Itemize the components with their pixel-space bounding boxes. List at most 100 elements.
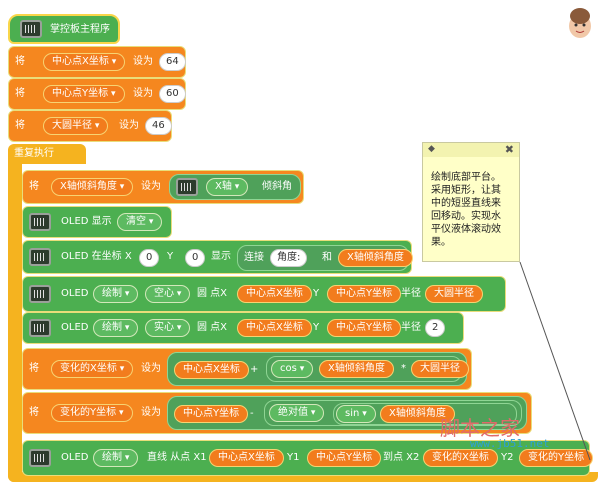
y-input[interactable]: 0 [185,249,206,267]
var-dropdown[interactable]: 大圆半径 [43,117,109,135]
y1-reporter[interactable]: 中心点Y坐标 [307,449,382,467]
mode-dropdown[interactable]: 实心 [145,319,191,337]
set-label: 将 [29,407,39,418]
main-program-hat[interactable]: 掌控板主程序 [8,14,120,44]
circle-x-label: 圆 点X [197,322,228,333]
sin-expression[interactable]: sin X轴倾斜角度 [333,403,517,425]
y-label: Y [167,251,174,262]
mode-dropdown[interactable]: 空心 [145,285,191,303]
set-label: 将 [29,363,39,374]
oled-line-block[interactable]: OLED 绘制 直线 从点 X1 中心点X坐标 Y1 中心点Y坐标 到点 X2 … [22,440,594,476]
comment-text[interactable]: 绘制底部平台。 采用矩形，让其 中的短竖直线来 回移动。实现水 平仪液体滚动效 … [431,172,501,248]
clear-dropdown[interactable]: 清空 [117,213,163,231]
add-expression[interactable]: 中心点X坐标 + cos X轴倾斜角度 * 大圆半径 [167,352,469,386]
repeat-forever-block[interactable]: 重复执行 [8,144,86,164]
y-reporter[interactable]: 中心点Y坐标 [327,319,402,337]
set-label: 将 [15,120,25,131]
angle-reporter[interactable]: X轴倾斜角度 [319,360,394,378]
set-center-y-block[interactable]: 将 中心点Y坐标 设为 60 [8,78,186,110]
x1-reporter[interactable]: 中心点X坐标 [209,449,284,467]
cos-dropdown[interactable]: cos [271,360,314,378]
circle-x-label: 圆 点X [197,288,228,299]
set-to-label: 设为 [141,363,161,374]
comment-collapse-icon[interactable]: ◆ [428,144,435,154]
y-reporter[interactable]: 中心点Y坐标 [327,285,402,303]
set-center-x-block[interactable]: 将 中心点X坐标 设为 64 [8,46,186,78]
y-label: Y [313,322,320,333]
value-input[interactable]: 46 [145,117,172,135]
angle-reporter[interactable]: X轴倾斜角度 [380,405,455,423]
oled-at-label: OLED 在坐标 X [61,251,132,262]
loop-label: 重复执行 [14,148,54,159]
string-input[interactable]: 角度: [270,249,308,267]
var-reporter[interactable]: X轴倾斜角度 [338,249,413,267]
x2-reporter[interactable]: 变化的X坐标 [423,449,498,467]
tilt-suffix: 倾斜角 [262,181,292,192]
y-reporter[interactable]: 中心点Y坐标 [174,405,249,423]
x-reporter[interactable]: 中心点X坐标 [174,361,249,379]
loop-left-bar [8,160,22,482]
comment-note[interactable]: ◆ ✖ 绘制底部平台。 采用矩形，让其 中的短竖直线来 回移动。实现水 平仪液体… [422,142,520,262]
loop-bottom-bar [8,472,598,482]
set-to-label: 设为 [119,120,139,131]
var-dropdown[interactable]: 中心点Y坐标 [43,85,125,103]
abs-expression[interactable]: 绝对值 sin X轴倾斜角度 [264,400,522,426]
oled-label: OLED [61,288,89,299]
x-reporter[interactable]: 中心点X坐标 [237,319,312,337]
comment-close-icon[interactable]: ✖ [504,143,514,156]
y2-reporter[interactable]: 变化的Y坐标 [519,449,594,467]
value-input[interactable]: 64 [159,53,186,71]
watermark-text: 脚本之家 [440,416,520,440]
set-to-label: 设为 [141,181,161,192]
mascot-icon [569,8,591,38]
oled-show-block[interactable]: OLED 显示 清空 [22,206,172,238]
axis-dropdown[interactable]: X轴 [206,178,249,196]
radius-reporter[interactable]: 大圆半径 [411,360,469,378]
microbit-icon [29,248,51,266]
microbit-icon [29,285,51,303]
plus-operator: + [250,364,259,375]
set-radius-block[interactable]: 将 大圆半径 设为 46 [8,110,172,142]
radius-input[interactable]: 2 [425,319,446,337]
oled-text-block[interactable]: OLED 在坐标 X 0 Y 0 显示 连接 角度: 和 X轴倾斜角度 [22,240,413,274]
set-tilt-angle-block[interactable]: 将 X轴倾斜角度 设为 X轴 倾斜角 [22,170,304,204]
var-dropdown[interactable]: X轴倾斜角度 [51,178,134,196]
radius-reporter[interactable]: 大圆半径 [425,285,483,303]
hat-label: 掌控板主程序 [50,24,110,35]
to-label: 到点 X2 [383,452,420,463]
and-label: 和 [322,252,332,263]
watermark-url: www.jb51.net [470,437,550,450]
draw-dropdown[interactable]: 绘制 [93,285,139,303]
oled-label: OLED [61,322,89,333]
x-reporter[interactable]: 中心点X坐标 [237,285,312,303]
var-dropdown[interactable]: 中心点X坐标 [43,53,126,71]
subtract-expression[interactable]: 中心点Y坐标 - 绝对值 sin X轴倾斜角度 [167,396,527,430]
var-dropdown[interactable]: 变化的Y坐标 [51,404,133,422]
join-reporter[interactable]: 连接 角度: 和 X轴倾斜角度 [237,245,413,271]
set-to-label: 设为 [141,407,161,418]
var-dropdown[interactable]: 变化的X坐标 [51,360,134,378]
draw-dropdown[interactable]: 绘制 [93,319,139,337]
show-label: 显示 [211,251,231,262]
x-input[interactable]: 0 [139,249,160,267]
oled-circle-solid-block[interactable]: OLED 绘制 实心 圆 点X 中心点X坐标 Y 中心点Y坐标 半径 2 [22,312,464,344]
sin-dropdown[interactable]: sin [336,405,376,423]
oled-label: OLED [61,452,89,463]
microbit-icon [29,449,51,467]
value-input[interactable]: 60 [159,85,186,103]
minus-operator: - [250,408,254,419]
set-to-label: 设为 [133,56,153,67]
multiply-expression[interactable]: cos X轴倾斜角度 * 大圆半径 [266,356,469,382]
set-changing-y-block[interactable]: 将 变化的Y坐标 设为 中心点Y坐标 - 绝对值 sin X轴倾斜角度 [22,392,532,434]
draw-dropdown[interactable]: 绘制 [93,449,139,467]
abs-dropdown[interactable]: 绝对值 [269,404,325,422]
oled-circle-hollow-block[interactable]: OLED 绘制 空心 圆 点X 中心点X坐标 Y 中心点Y坐标 半径 大圆半径 [22,276,506,312]
radius-label: 半径 [401,322,421,333]
set-changing-x-block[interactable]: 将 变化的X坐标 设为 中心点X坐标 + cos X轴倾斜角度 * 大圆半径 [22,348,472,390]
set-label: 将 [29,181,39,192]
comment-header[interactable]: ◆ ✖ [423,143,519,157]
line-from-label: 直线 从点 X1 [147,452,207,463]
tilt-angle-reporter[interactable]: X轴 倾斜角 [169,174,301,200]
set-to-label: 设为 [133,88,153,99]
